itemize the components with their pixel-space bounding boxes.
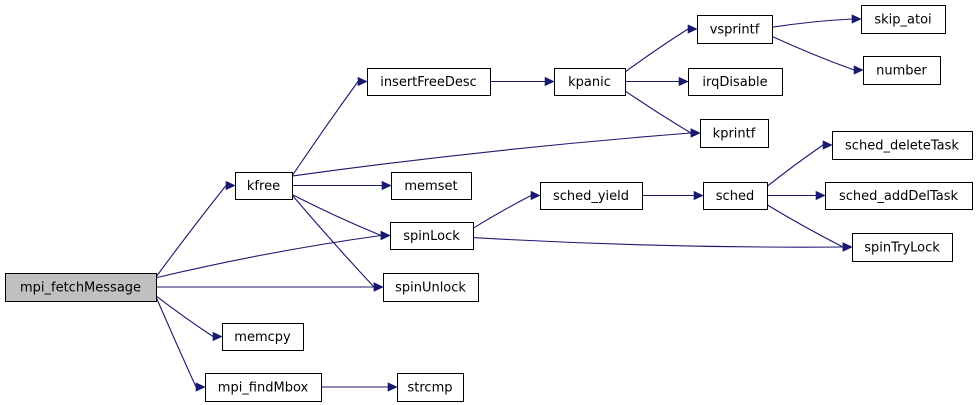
node-strcmp[interactable]: strcmp — [397, 373, 464, 402]
edge-sched-to-spinTryLock — [766, 204, 853, 252]
edge-vsprintf-to-number — [771, 35, 864, 75]
node-label-kpanic: kpanic — [568, 75, 611, 90]
node-label-memset: memset — [404, 179, 457, 194]
node-label-memcpy: memcpy — [234, 330, 291, 345]
node-skip_atoi[interactable]: skip_atoi — [861, 5, 946, 34]
node-box-strcmp[interactable] — [397, 373, 464, 402]
node-label-spinUnlock: spinUnlock — [395, 281, 466, 296]
edge-sched-to-sched_addDelTask — [767, 190, 826, 201]
node-memset[interactable]: memset — [391, 172, 472, 200]
node-box-memcpy[interactable] — [222, 323, 304, 351]
node-box-sched_addDelTask[interactable] — [825, 182, 973, 210]
node-box-insertFreeDesc[interactable] — [367, 68, 491, 96]
node-label-sched_addDelTask: sched_addDelTask — [839, 189, 959, 204]
node-box-sched_deleteTask[interactable] — [832, 131, 973, 160]
node-layer: mpi_fetchMessage kfree memcpy mpi_findMbox s… — [5, 5, 973, 402]
node-sched_addDelTask[interactable]: sched_addDelTask — [825, 182, 973, 210]
node-label-mpi_fetchMessage: mpi_fetchMessage — [20, 281, 141, 296]
node-box-kfree[interactable] — [235, 172, 293, 200]
edge-kpanic-to-vsprintf — [624, 24, 698, 73]
node-box-spinTryLock[interactable] — [852, 233, 953, 262]
edge-kfree-to-memset — [291, 180, 392, 191]
edge-sched_yield-to-sched — [642, 190, 704, 201]
node-kpanic[interactable]: kpanic — [554, 68, 626, 96]
node-box-spinUnlock[interactable] — [383, 273, 479, 302]
node-box-memset[interactable] — [391, 172, 472, 200]
node-label-sched: sched — [716, 189, 754, 204]
edge-insertFreeDesc-to-kpanic — [490, 76, 555, 87]
edge-kfree-to-spinLock — [291, 194, 391, 241]
node-box-mpi_fetchMessage[interactable] — [5, 273, 157, 302]
edge-mpi_fetchMessage-to-kfree — [155, 180, 236, 278]
node-label-strcmp: strcmp — [408, 381, 453, 396]
node-insertFreeDesc[interactable]: insertFreeDesc — [367, 68, 491, 96]
node-label-vsprintf: vsprintf — [710, 23, 760, 38]
node-box-mpi_findMbox[interactable] — [205, 373, 322, 402]
node-vsprintf[interactable]: vsprintf — [697, 15, 773, 44]
node-memcpy[interactable]: memcpy — [222, 323, 304, 351]
node-spinUnlock[interactable]: spinUnlock — [383, 273, 479, 302]
edge-mpi_findMbox-to-strcmp — [320, 382, 398, 392]
node-irqDisable[interactable]: irqDisable — [688, 68, 783, 96]
node-box-sched_yield[interactable] — [540, 182, 643, 210]
node-box-irqDisable[interactable] — [688, 68, 783, 96]
node-label-number: number — [876, 64, 927, 79]
node-mpi_fetchMessage[interactable]: mpi_fetchMessage — [5, 273, 157, 302]
edge-kpanic-to-kprintf — [624, 90, 701, 138]
node-label-kfree: kfree — [247, 179, 280, 194]
node-kfree[interactable]: kfree — [235, 172, 293, 200]
node-sched[interactable]: sched — [703, 182, 768, 210]
node-sched_yield[interactable]: sched_yield — [540, 182, 643, 210]
node-box-vsprintf[interactable] — [697, 15, 773, 44]
node-sched_deleteTask[interactable]: sched_deleteTask — [832, 131, 973, 160]
edge-spinLock-to-sched_yield — [472, 190, 541, 229]
edge-kfree-to-insertFreeDesc — [291, 76, 368, 177]
edge-kpanic-to-irqDisable — [625, 76, 689, 87]
node-box-spinLock[interactable] — [390, 222, 474, 250]
node-number[interactable]: number — [863, 56, 941, 85]
node-box-kprintf[interactable] — [700, 119, 769, 148]
node-label-sched_yield: sched_yield — [553, 189, 629, 204]
node-label-spinLock: spinLock — [403, 229, 460, 244]
node-label-irqDisable: irqDisable — [702, 75, 767, 90]
node-label-skip_atoi: skip_atoi — [874, 13, 931, 28]
node-box-kpanic[interactable] — [554, 68, 626, 96]
node-spinTryLock[interactable]: spinTryLock — [852, 233, 953, 262]
node-box-skip_atoi[interactable] — [861, 5, 946, 34]
node-label-kprintf: kprintf — [713, 127, 756, 142]
edge-kfree-to-kprintf — [291, 128, 701, 177]
node-spinLock[interactable]: spinLock — [390, 222, 474, 250]
edge-vsprintf-to-skip_atoi — [771, 14, 862, 28]
edge-layer — [155, 14, 864, 392]
node-mpi_findMbox[interactable]: mpi_findMbox — [205, 373, 322, 402]
node-box-sched[interactable] — [703, 182, 768, 210]
edge-sched-to-sched_deleteTask — [766, 140, 833, 187]
edge-spinLock-to-spinTryLock — [472, 237, 853, 252]
edge-mpi_fetchMessage-to-mpi_findMbox — [155, 296, 206, 392]
edge-mpi_fetchMessage-to-spinLock — [155, 230, 391, 279]
edge-mpi_fetchMessage-to-memcpy — [155, 295, 223, 342]
node-label-insertFreeDesc: insertFreeDesc — [380, 75, 477, 90]
node-label-spinTryLock: spinTryLock — [864, 241, 940, 256]
edge-mpi_fetchMessage-to-spinUnlock — [156, 282, 384, 292]
node-box-number[interactable] — [863, 56, 941, 85]
node-label-sched_deleteTask: sched_deleteTask — [845, 139, 959, 154]
edge-kfree-to-spinUnlock — [291, 194, 384, 292]
node-label-mpi_findMbox: mpi_findMbox — [218, 381, 309, 396]
node-kprintf[interactable]: kprintf — [700, 119, 769, 148]
